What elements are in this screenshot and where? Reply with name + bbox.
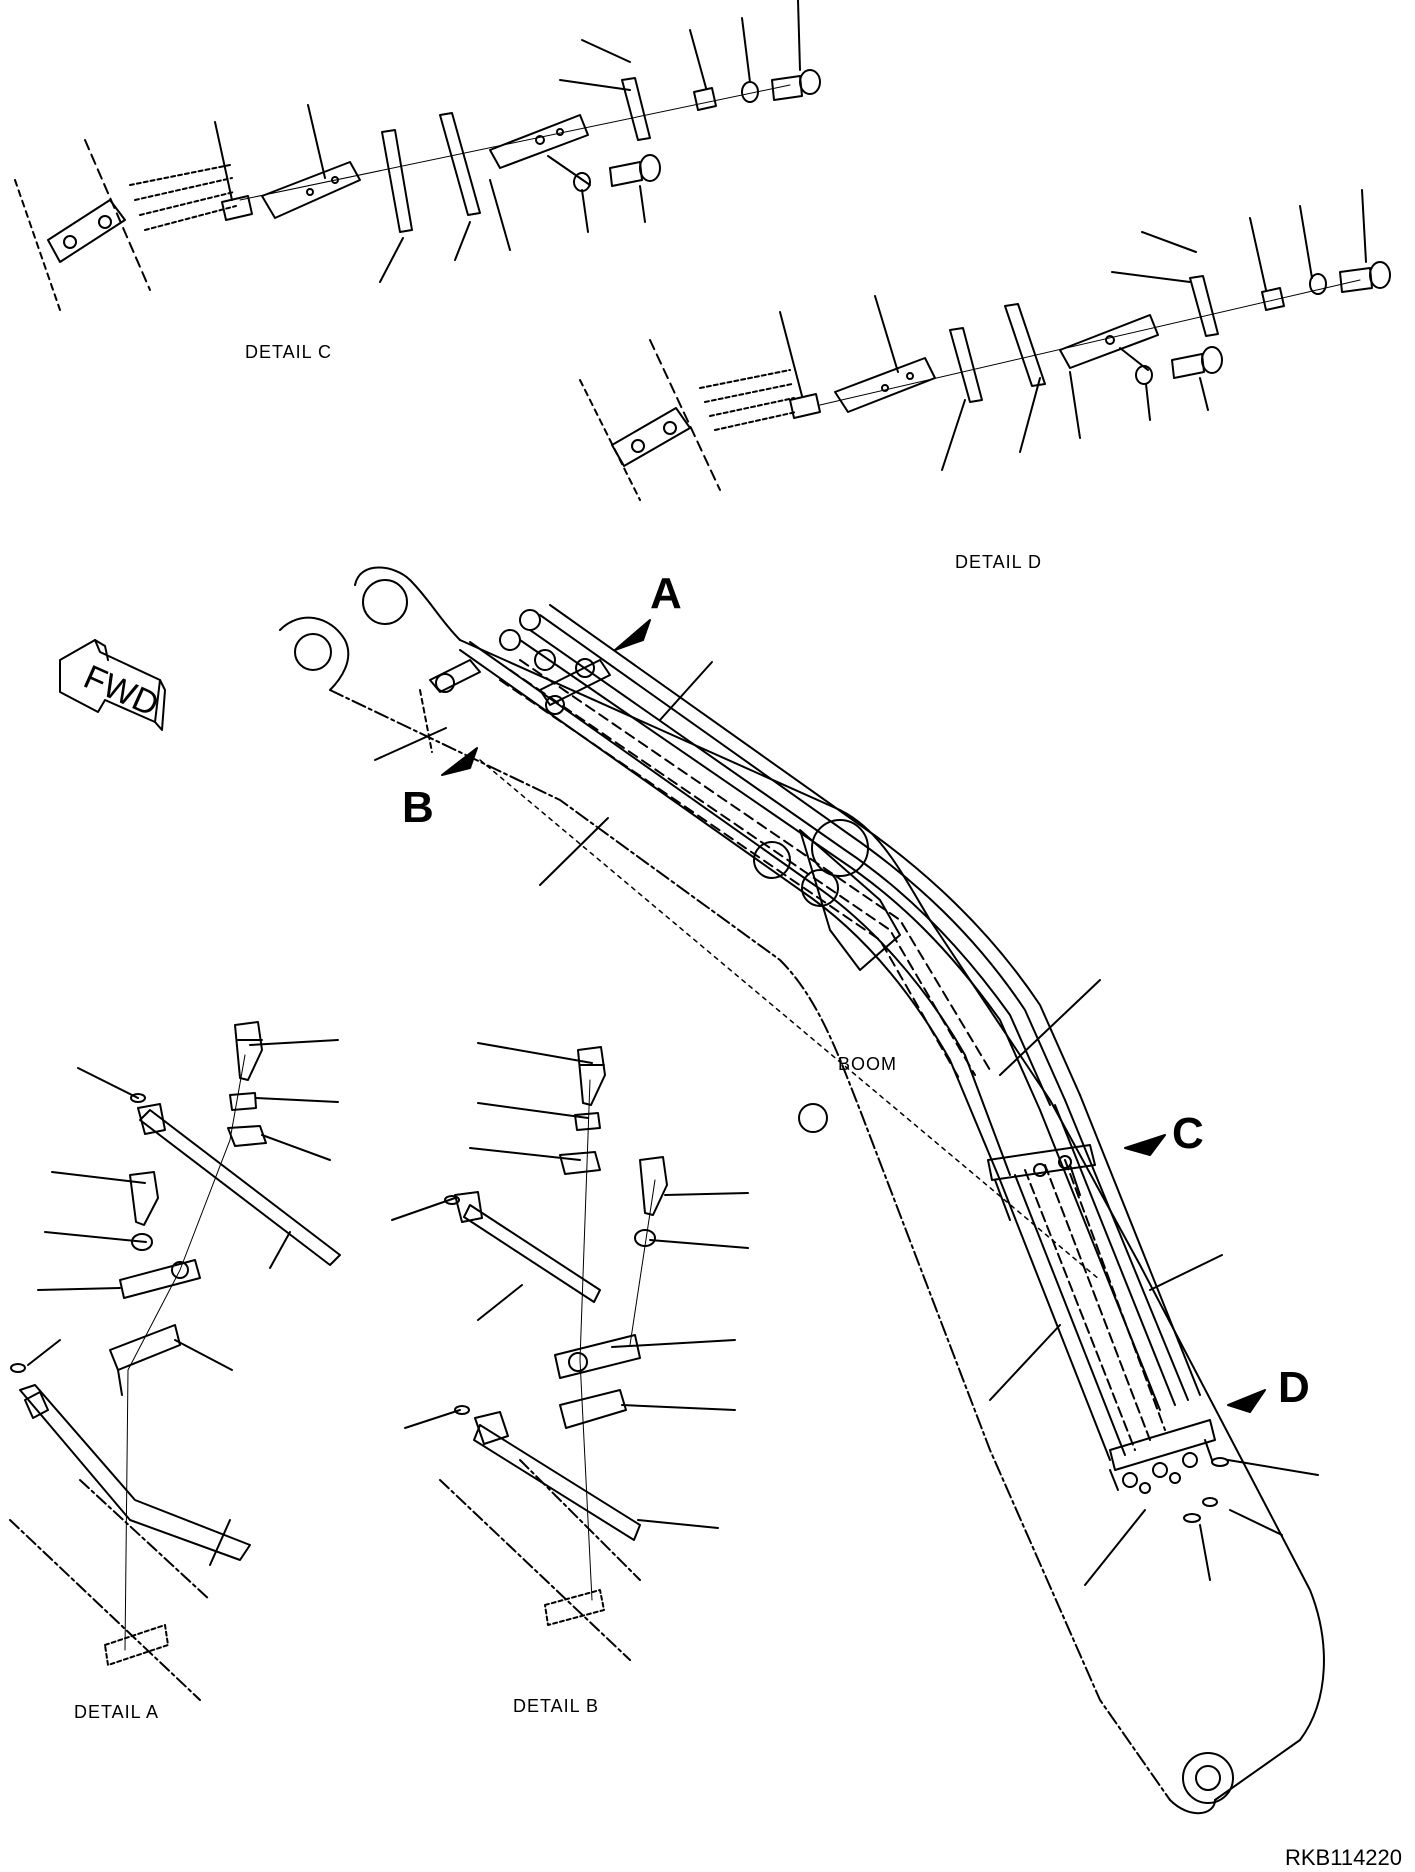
detail-c-label: DETAIL C — [245, 342, 332, 362]
drawing-number: RKB114220 — [1285, 1845, 1402, 1870]
detail-a-label: DETAIL A — [74, 1702, 159, 1722]
fwd-arrow-icon — [59, 639, 166, 731]
detail-b-exploded-view — [391, 1042, 749, 1661]
view-d-marker: D — [1278, 1363, 1310, 1412]
boom-label: BOOM — [838, 1054, 897, 1074]
view-b-marker: B — [402, 783, 434, 832]
view-c-marker: C — [1172, 1109, 1204, 1158]
detail-b-label: DETAIL B — [513, 1696, 599, 1716]
boom-main-view — [279, 566, 1325, 1815]
detail-c-exploded-view — [14, 0, 821, 311]
detail-d-label: DETAIL D — [955, 552, 1042, 572]
fwd-label: FWD — [78, 658, 164, 724]
detail-d-exploded-view — [579, 189, 1391, 501]
detail-a-exploded-view — [9, 1021, 341, 1701]
view-a-marker: A — [650, 569, 682, 618]
